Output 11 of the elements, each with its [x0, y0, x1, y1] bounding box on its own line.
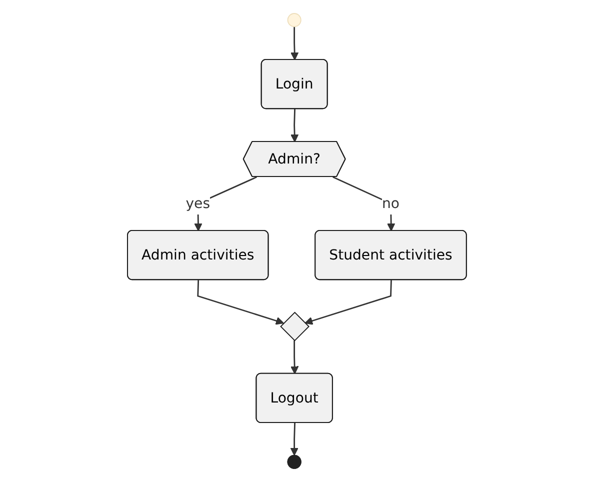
arrow	[332, 176, 396, 232]
edge-label: no	[382, 194, 400, 212]
arrow	[290, 109, 299, 142]
node-diamond	[280, 312, 310, 342]
arrow	[290, 340, 299, 374]
node-circle	[287, 13, 302, 28]
arrow	[290, 423, 298, 456]
edge-label: yes	[186, 194, 210, 212]
arrow	[290, 26, 299, 60]
arrow	[304, 280, 392, 325]
arrow	[197, 280, 284, 325]
